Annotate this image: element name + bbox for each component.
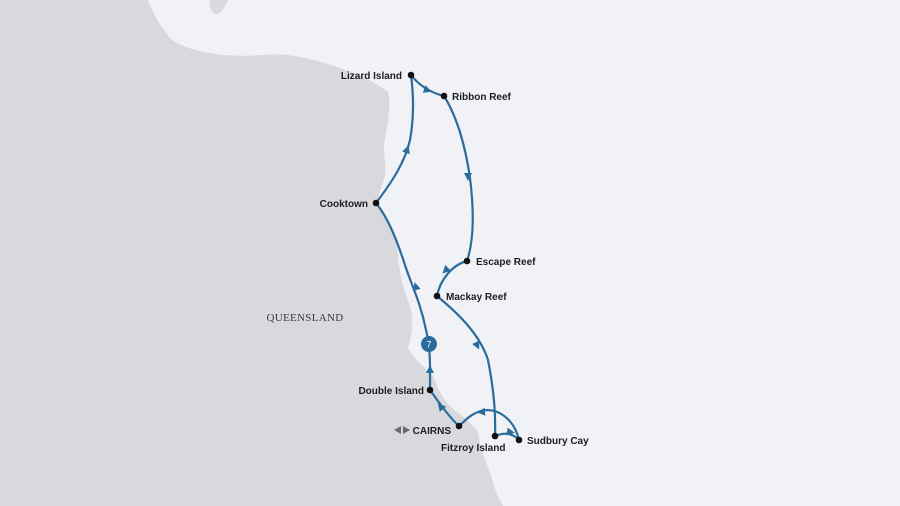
- day-badge-value: 7: [426, 340, 431, 350]
- arrow-icon: [412, 282, 421, 291]
- point-lizard-island: [407, 71, 415, 79]
- label-cairns: CAIRNS: [413, 426, 452, 437]
- point-cooktown: [372, 199, 380, 207]
- land-cape: [209, 0, 228, 15]
- land-queensland: [0, 0, 503, 506]
- arrow-icon: [402, 145, 410, 155]
- arrow-icon: [506, 427, 515, 436]
- label-cooktown: Cooktown: [320, 199, 368, 210]
- label-fitzroy-island: Fitzroy Island: [441, 443, 505, 454]
- arrow-icon: [426, 365, 434, 373]
- point-escape-reef: [463, 257, 471, 265]
- region-label: QUEENSLAND: [267, 312, 344, 324]
- point-mackay-reef: [433, 292, 441, 300]
- arrow-icon: [422, 85, 432, 93]
- point-cairns: [455, 422, 463, 430]
- label-mackay-reef: Mackay Reef: [446, 292, 507, 303]
- arrow-icon: [464, 173, 472, 181]
- route-escape-reef-to-mackay-reef: [435, 259, 469, 298]
- point-fitzroy-island: [491, 432, 499, 440]
- point-sudbury-cay: [515, 436, 523, 444]
- day-badge: 7: [421, 336, 437, 352]
- label-escape-reef: Escape Reef: [476, 257, 536, 268]
- label-sudbury-cay: Sudbury Cay: [527, 436, 589, 447]
- point-double-island: [426, 386, 434, 394]
- arrow-icon: [477, 407, 486, 416]
- stop-points: [372, 71, 523, 444]
- route-ribbon-reef-to-escape-reef: [442, 94, 474, 263]
- label-lizard-island: Lizard Island: [341, 71, 402, 82]
- point-ribbon-reef: [440, 92, 448, 100]
- route-cooktown-to-lizard-island: [374, 73, 415, 205]
- arrow-icon: [472, 340, 480, 350]
- label-ribbon-reef: Ribbon Reef: [452, 92, 512, 103]
- double-triangle-icon: [394, 426, 410, 434]
- arrow-icon: [437, 403, 446, 412]
- label-double-island: Double Island: [358, 386, 424, 397]
